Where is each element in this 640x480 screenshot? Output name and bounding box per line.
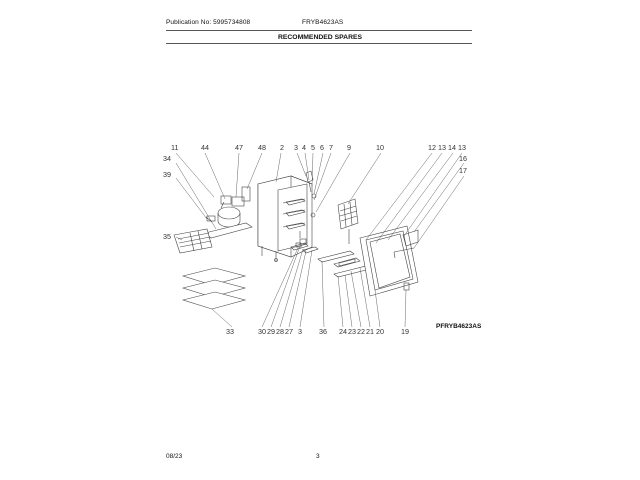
callout-label: 33 <box>226 327 234 336</box>
wire-rack-part <box>337 198 359 244</box>
door-part <box>359 225 419 297</box>
callout-label: 22 <box>357 327 365 336</box>
left-callouts: 34 39 35 <box>163 154 171 241</box>
shelves-part <box>181 267 247 310</box>
cabinet-part <box>257 175 313 262</box>
callout-label: 39 <box>163 170 171 179</box>
top-callouts: 11 44 47 48 2 3 4 5 6 7 9 10 12 13 14 13… <box>171 143 467 175</box>
condenser-grille-part <box>173 228 213 254</box>
callout-label: 13 <box>458 143 466 152</box>
callout-label: 48 <box>258 143 266 152</box>
header-rule <box>166 30 472 31</box>
callout-label: 24 <box>339 327 347 336</box>
callout-label: 30 <box>258 327 266 336</box>
callout-label: 23 <box>348 327 356 336</box>
figure-code: PFRYB4623AS <box>436 323 482 330</box>
callout-label: 9 <box>347 143 351 152</box>
callout-label: 13 <box>438 143 446 152</box>
callout-label: 27 <box>285 327 293 336</box>
callout-label: 44 <box>201 143 209 152</box>
footer-date: 08/23 <box>166 453 183 460</box>
callout-label: 5 <box>311 143 315 152</box>
top-hinge-part <box>305 170 317 218</box>
bottom-rail-part <box>317 250 371 278</box>
callout-label: 17 <box>459 166 467 175</box>
page-title: RECOMMENDED SPARES <box>277 34 363 41</box>
callout-label: 36 <box>319 327 327 336</box>
page-number: 3 <box>316 453 320 460</box>
callout-label: 4 <box>302 143 306 152</box>
callout-label: 3 <box>298 327 302 336</box>
compressor-part <box>204 186 253 239</box>
callout-label: 35 <box>163 232 171 241</box>
publication-number: Publication No: 5995734808 <box>166 19 251 26</box>
bottom-callouts: 33 30 29 28 27 3 36 24 23 22 21 20 19 <box>226 327 409 336</box>
callout-label: 20 <box>376 327 384 336</box>
callout-label: 19 <box>401 327 409 336</box>
callout-label: 47 <box>235 143 243 152</box>
callout-label: 28 <box>276 327 284 336</box>
callout-label: 11 <box>171 143 178 152</box>
callout-label: 16 <box>459 154 467 163</box>
callout-label: 7 <box>329 143 333 152</box>
model-number: FRYB4623AS <box>302 19 344 26</box>
callout-label: 29 <box>267 327 275 336</box>
leader-lines <box>175 152 465 328</box>
hinge-bracket-part <box>290 231 319 254</box>
callout-label: 14 <box>448 143 456 152</box>
callout-label: 34 <box>163 154 171 163</box>
callout-label: 10 <box>376 143 384 152</box>
callout-label: 2 <box>280 143 284 152</box>
callout-label: 3 <box>294 143 298 152</box>
callout-label: 6 <box>320 143 324 152</box>
title-rule <box>166 43 472 44</box>
callout-label: 12 <box>428 143 436 152</box>
callout-label: 21 <box>366 327 374 336</box>
